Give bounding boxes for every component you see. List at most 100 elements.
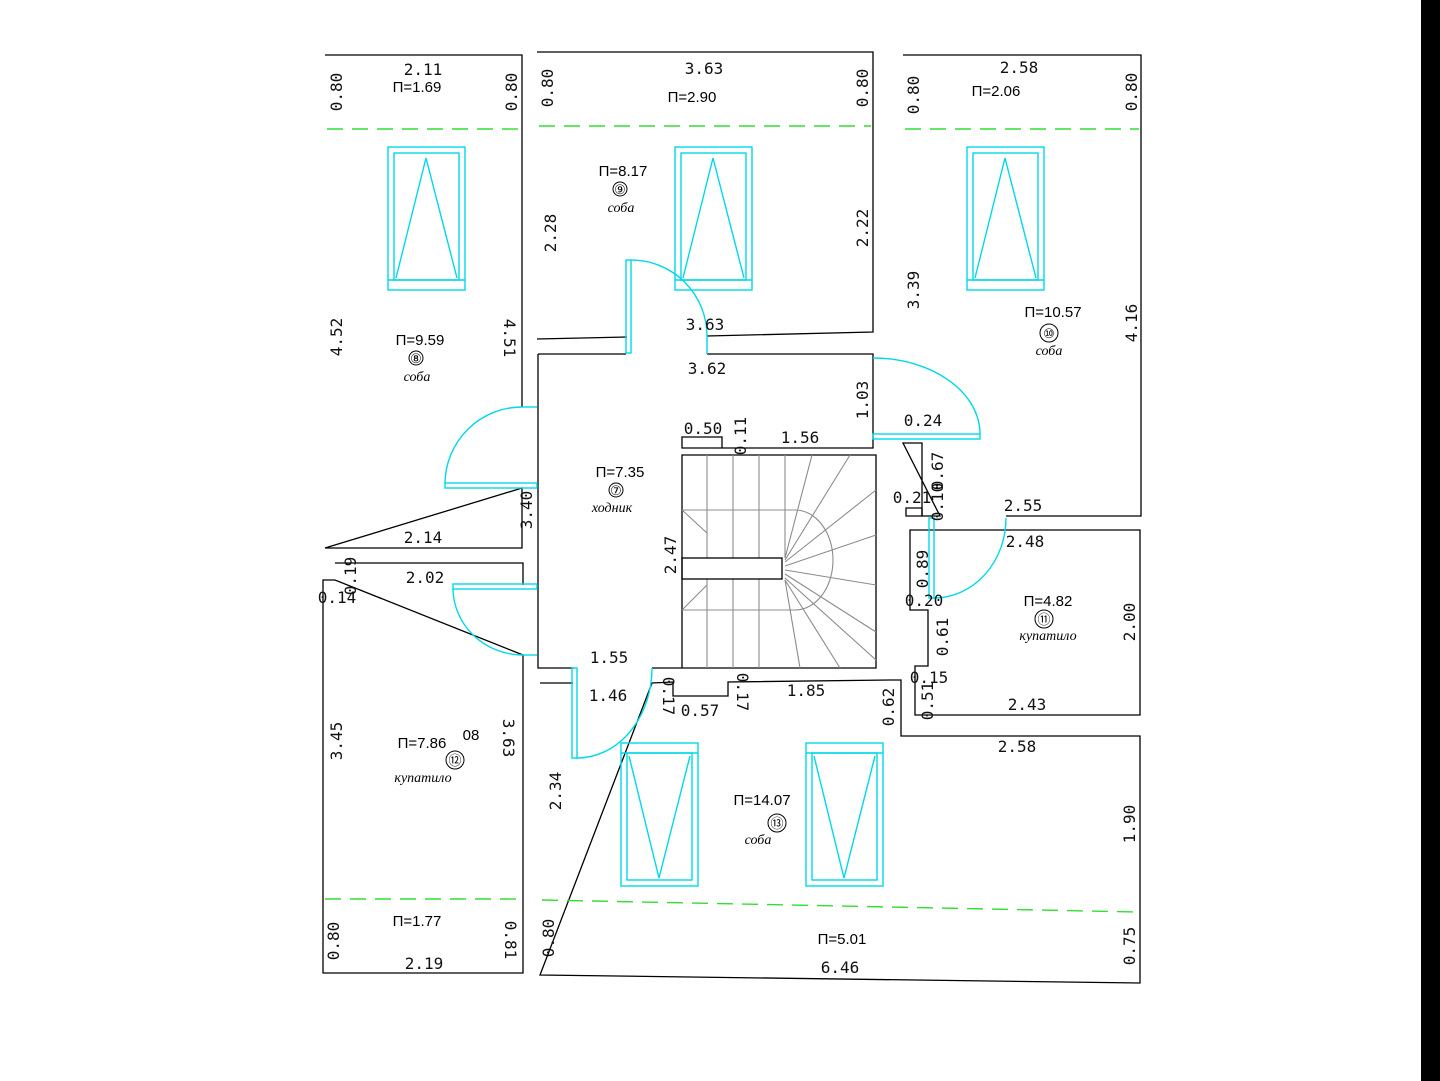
dim-label: 2.28	[541, 214, 560, 253]
room-12-area: П=7.86	[398, 735, 447, 752]
dim-label: 0.62	[879, 688, 898, 727]
dim-label: 1.03	[853, 381, 872, 420]
dim-label: 0.57	[681, 701, 720, 720]
dim-label: 3.63	[499, 719, 518, 758]
room-13-outline	[539, 679, 1141, 984]
dim-label: 0.80	[853, 69, 872, 108]
right-edge-bar	[1421, 0, 1440, 1081]
door-room-11	[928, 517, 1007, 599]
dim-label: 0.17	[659, 677, 678, 716]
room-10-name: соба	[1036, 344, 1063, 359]
dim-label: 4.52	[327, 318, 346, 357]
dim-label: 2.55	[1004, 496, 1043, 515]
dim-label: 0.10	[928, 483, 947, 522]
stair-landing	[681, 557, 783, 580]
dim-label: 3.39	[904, 271, 923, 310]
room-13-name: соба	[745, 833, 772, 848]
room-8-number: ⑧	[410, 351, 422, 366]
dim-label: 6.46	[821, 958, 860, 977]
dim-label: 2.47	[661, 536, 680, 575]
dimensions: 2.11 0.80 0.80 3.63 0.80 0.80 2.58 0.80 …	[318, 58, 1141, 977]
dim-label: 0.61	[933, 618, 952, 657]
room-10-number: ⑩	[1043, 326, 1055, 341]
door-room-10	[872, 357, 981, 440]
dim-label: 2.11	[404, 60, 443, 79]
dim-label: 2.58	[1000, 58, 1039, 77]
dim-label: 4.51	[500, 319, 519, 358]
dim-label: 0.51	[918, 682, 937, 721]
room-9-number: ⑨	[614, 182, 626, 197]
dim-label: 2.19	[405, 954, 444, 973]
dim-label: 0.19	[341, 557, 360, 596]
area-room-9-reduced: П=2.90	[668, 89, 717, 106]
door-room-13	[571, 667, 653, 759]
dim-label: 0.80	[1122, 73, 1141, 112]
window-room-9	[674, 146, 753, 291]
dim-label: 0.81	[501, 921, 520, 960]
dim-label: 2.02	[406, 568, 445, 587]
room-12-outline	[322, 562, 524, 974]
dim-label: 0.89	[913, 550, 932, 589]
dim-label: 2.14	[404, 528, 443, 547]
dim-label: 0.80	[904, 76, 923, 115]
dim-label: 2.34	[546, 772, 565, 811]
dim-label: 4.16	[1122, 304, 1141, 343]
window-room-8	[387, 146, 466, 291]
room-7-outline	[537, 353, 877, 669]
windows	[387, 146, 1045, 887]
room-10-outline	[901, 54, 1142, 517]
room-9-area: П=8.17	[599, 163, 648, 180]
dim-label: 0.75	[1120, 927, 1139, 966]
dim-label: 2.43	[1008, 695, 1047, 714]
window-room-10	[966, 146, 1045, 291]
dim-label: 0.11	[731, 417, 750, 456]
dim-label: 0.80	[539, 919, 558, 958]
dim-label: 0.50	[684, 419, 723, 438]
room-7-name: ходник	[591, 501, 633, 516]
staircase	[681, 454, 877, 669]
dim-label: 2.22	[853, 209, 872, 248]
room-11-area: П=4.82	[1024, 593, 1073, 610]
dim-label: 1.46	[589, 686, 628, 705]
dim-label: 3.63	[685, 59, 724, 78]
door-room-12	[452, 583, 538, 656]
dim-label: 1.90	[1120, 805, 1139, 844]
dim-label: 0.80	[324, 922, 343, 961]
dim-label: 3.62	[688, 359, 727, 378]
room-8-outline	[324, 54, 523, 549]
area-room-12-reduced: П=1.77	[393, 913, 442, 930]
dim-label: 3.45	[327, 722, 346, 761]
room-12-name: купатило	[394, 771, 451, 786]
room-13-area: П=14.07	[733, 792, 790, 809]
room-12-number: ⑫	[448, 753, 461, 768]
dim-label: 0.24	[904, 411, 943, 430]
dim-label: 0.14	[318, 588, 357, 607]
room-11-name: купатило	[1019, 629, 1076, 644]
dim-label: 3.63	[686, 315, 725, 334]
area-room-13-reduced: П=5.01	[818, 931, 867, 948]
dim-label: 0.80	[327, 73, 346, 112]
door-room-9	[625, 259, 708, 354]
dim-label: 0.67	[928, 452, 947, 491]
room-7-area: П=7.35	[596, 464, 645, 481]
dim-label: 1.85	[787, 681, 826, 700]
room-9-name: соба	[608, 201, 635, 216]
room-13-number: ⑬	[770, 816, 783, 831]
area-room-10-reduced: П=2.06	[972, 83, 1021, 100]
room-11-number: ⑪	[1037, 612, 1050, 627]
room-8-name: соба	[404, 370, 431, 385]
dim-label: 0.80	[538, 69, 557, 108]
ceiling-line-room-13	[541, 899, 1139, 913]
dim-label: 0.20	[905, 591, 944, 610]
dim-label: 0.15	[910, 668, 949, 687]
walls	[322, 51, 1142, 984]
room-7-number: ⑦	[610, 483, 622, 498]
area-room-8-reduced: П=1.69	[393, 79, 442, 96]
dim-label: 2.48	[1006, 532, 1045, 551]
room-11-outline	[909, 529, 1141, 716]
doors	[444, 259, 1007, 759]
room-9-outline	[536, 51, 874, 340]
dim-label: 0.80	[502, 73, 521, 112]
room-labels: П=9.59 ⑧ соба П=8.17 ⑨ соба П=10.57 ⑩ со…	[393, 79, 1082, 948]
